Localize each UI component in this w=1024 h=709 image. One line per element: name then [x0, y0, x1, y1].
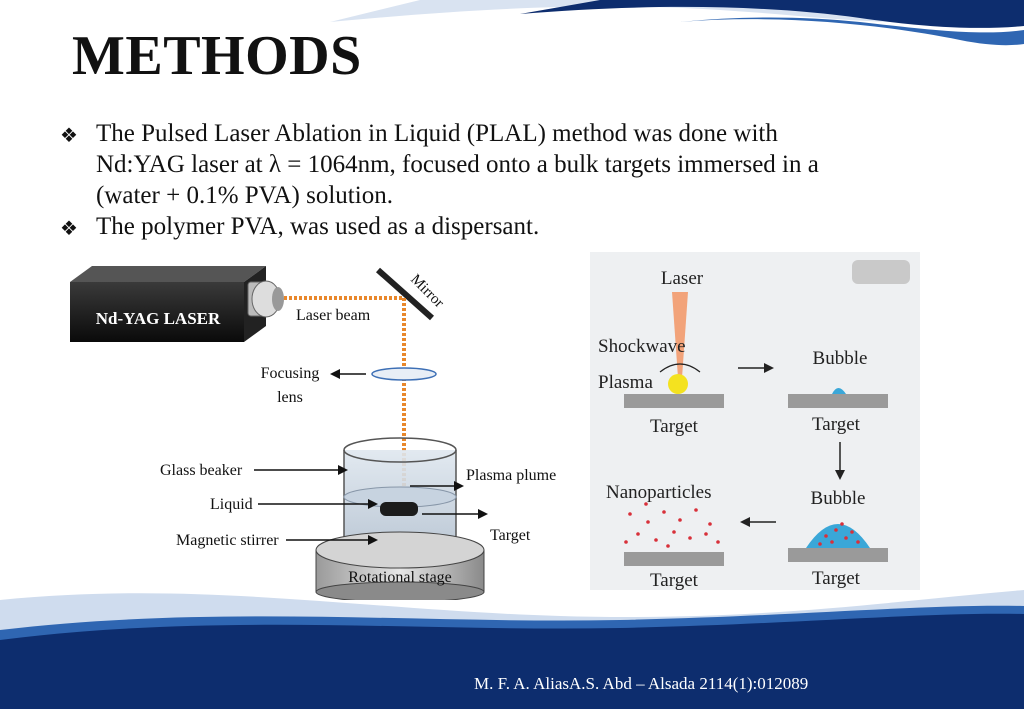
focusing-lens-label: lens — [277, 389, 303, 406]
nd-yag-laser-box — [70, 266, 284, 342]
bullet-item: ❖ The Pulsed Laser Ablation in Liquid (P… — [60, 118, 960, 211]
target-label: Target — [490, 527, 531, 544]
bullet-item: ❖ The polymer PVA, was used as a dispers… — [60, 211, 960, 242]
bullet-line: The Pulsed Laser Ablation in Liquid (PLA… — [96, 120, 778, 147]
bullet-line: (water + 0.1% PVA) solution. — [96, 182, 393, 209]
rotational-stage — [315, 531, 485, 600]
bullet-line: Nd:YAG laser at λ = 1064nm, focused onto… — [96, 151, 819, 178]
nanoparticles-label: Nanoparticles — [606, 482, 712, 503]
rotational-stage-label: Rotational stage — [348, 569, 452, 586]
mirror — [376, 267, 434, 321]
laser-beam-label: Laser beam — [296, 307, 371, 324]
citation-footer: M. F. A. AliasA.S. Abd – Alsada 2114(1):… — [474, 674, 809, 693]
ablation-process-panel: Laser Shockwave Plasma Target Bubble Tar… — [590, 252, 920, 591]
process-laser-label: Laser — [661, 268, 704, 289]
small-bubble — [832, 388, 846, 394]
diamond-bullet-icon: ❖ — [60, 216, 78, 240]
shockwave-arc — [659, 363, 701, 373]
top-wave-decoration — [330, 0, 1024, 46]
ablation-process-diagram: Laser Shockwave Plasma Target Bubble Tar… — [598, 260, 910, 591]
bullet-line: The polymer PVA, was used as a dispersan… — [96, 213, 540, 240]
target-label: Target — [812, 414, 861, 435]
plasma-label: Plasma — [598, 372, 653, 393]
nanoparticle-dots — [624, 502, 720, 548]
shockwave-label: Shockwave — [598, 336, 686, 357]
bubble-label: Bubble — [811, 488, 866, 509]
target-label: Target — [650, 416, 699, 437]
glass-beaker-label: Glass beaker — [160, 462, 243, 479]
focusing-lens — [371, 367, 437, 381]
bubble-particles — [818, 522, 860, 546]
bottom-wave-decoration — [0, 590, 1024, 709]
bullet-list: ❖ The Pulsed Laser Ablation in Liquid (P… — [60, 118, 960, 242]
bubble-label: Bubble — [813, 348, 868, 369]
large-bubble — [806, 524, 870, 548]
liquid-label: Liquid — [210, 496, 253, 513]
slide-title: METHODS — [72, 25, 362, 87]
target-label: Target — [812, 568, 861, 589]
target-plate — [624, 552, 724, 566]
gray-tag — [852, 260, 910, 284]
diamond-bullet-icon: ❖ — [60, 123, 78, 147]
plasma-blob — [668, 374, 688, 394]
magnetic-stirrer-label: Magnetic stirrer — [176, 532, 279, 549]
focusing-lens-label: Focusing — [261, 365, 320, 382]
target-block — [380, 502, 418, 516]
target-plate — [788, 394, 888, 408]
target-plate — [624, 394, 724, 408]
plal-setup-diagram: Nd-YAG LASER Mirror Laser beam Focusing … — [70, 266, 556, 600]
plasma-plume-label: Plasma plume — [466, 467, 556, 484]
target-label: Target — [650, 570, 699, 590]
laser-label: Nd-YAG LASER — [96, 309, 221, 328]
target-plate — [788, 548, 888, 562]
laser-cone — [672, 292, 688, 378]
